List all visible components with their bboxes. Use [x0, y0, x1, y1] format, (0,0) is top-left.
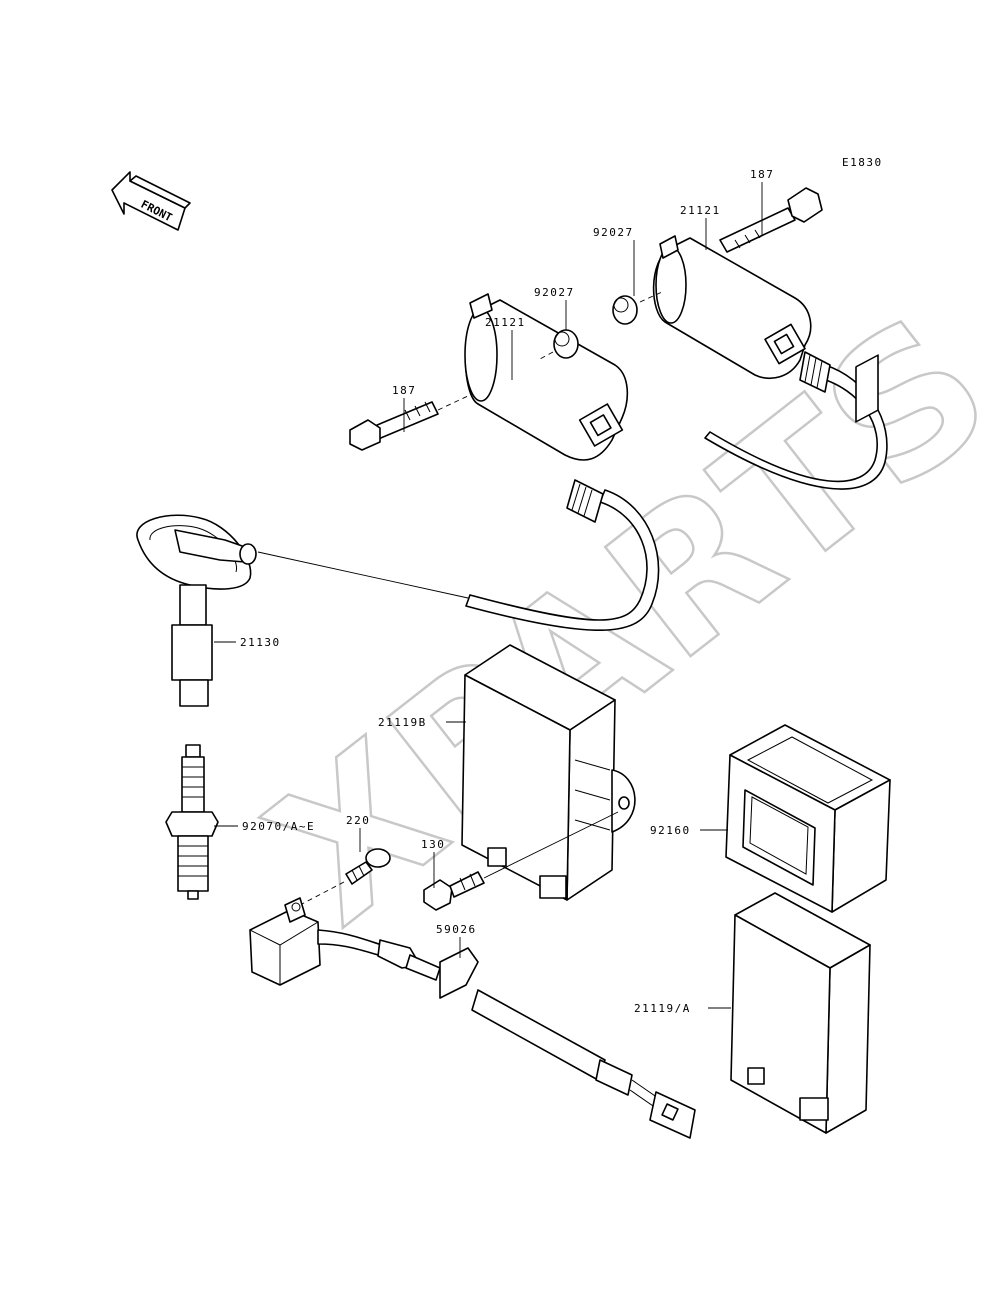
label-coil-21121-top: 21121 [680, 204, 721, 217]
case-92160 [725, 354, 891, 913]
igniter-21119a [730, 892, 871, 1134]
front-arrow-icon: FRONT [111, 171, 191, 231]
igniter-21119b [461, 644, 636, 901]
label-coil-21121-middle: 21121 [485, 316, 526, 329]
screw-220 [345, 848, 391, 885]
label-igniter-21119b: 21119B [378, 716, 427, 729]
collar-92027-top [612, 295, 638, 325]
bolt-130 [423, 871, 485, 911]
label-igniter-21119a: 21119/A [634, 1002, 691, 1015]
label-collar-92027-top: 92027 [593, 226, 634, 239]
diagram-code: E1830 [842, 156, 883, 169]
bolt-187-middle [349, 401, 439, 451]
label-spark-plug-92070: 92070/A~E [242, 820, 315, 833]
label-bolt-187-middle: 187 [392, 384, 416, 397]
leader-lines [214, 182, 763, 1009]
sensor-harness [249, 897, 696, 1139]
label-bolt-187-top: 187 [750, 168, 774, 181]
label-screw-220: 220 [346, 814, 370, 827]
label-case-92160: 92160 [650, 824, 691, 837]
spark-plug [165, 744, 219, 900]
bolt-187-top [719, 187, 823, 253]
ignition-coil-middle [464, 293, 660, 632]
label-bolt-130: 130 [421, 838, 445, 851]
label-clamp-59026: 59026 [436, 923, 477, 936]
ignition-coil-top [652, 235, 888, 490]
spark-plug-cap [136, 514, 257, 707]
label-collar-92027-middle: 92027 [534, 286, 575, 299]
label-plug-cap-21130: 21130 [240, 636, 281, 649]
collar-92027-middle [553, 329, 579, 359]
